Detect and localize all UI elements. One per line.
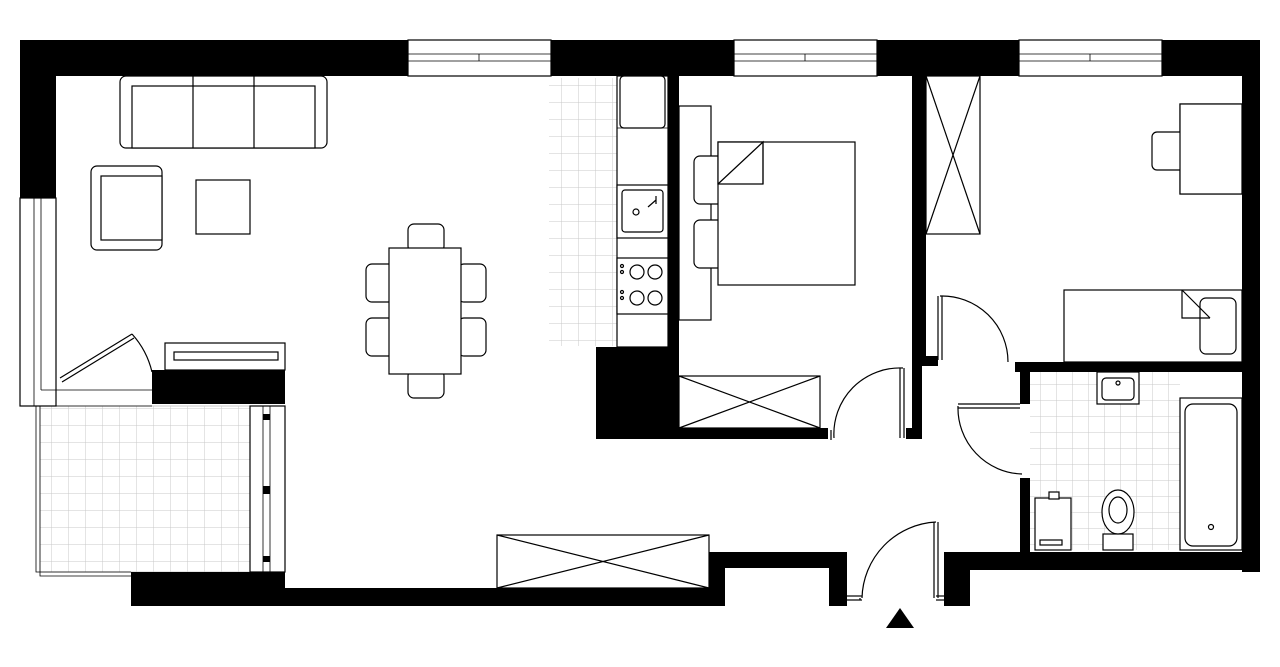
balcony-floor xyxy=(39,405,251,573)
walls xyxy=(20,40,1260,606)
coffee-table-icon xyxy=(195,179,251,235)
bedroom-1-door-icon xyxy=(830,367,905,440)
wardrobe-icon xyxy=(678,375,821,429)
hall-wardrobe-icon xyxy=(496,534,710,589)
sofa-icon xyxy=(119,75,328,149)
window-living xyxy=(407,39,552,77)
sink-icon xyxy=(616,184,669,239)
window-bedroom-2 xyxy=(1018,39,1163,77)
bed-2-icon xyxy=(1063,289,1243,363)
entrance-door-icon xyxy=(847,521,944,601)
armchair-icon xyxy=(90,165,163,251)
tiled-floors xyxy=(39,78,1180,573)
washbasin-icon xyxy=(1096,371,1140,405)
closet-icon xyxy=(925,75,981,235)
window-balcony-front xyxy=(249,405,286,573)
window-bedroom-1 xyxy=(733,39,878,77)
bathtub-icon xyxy=(1179,397,1243,551)
kitchen-floor xyxy=(549,78,617,346)
window-balcony-side xyxy=(19,197,152,407)
bathroom-door-icon xyxy=(957,403,1023,475)
bedroom-2-door-icon xyxy=(937,295,1009,363)
stove-icon xyxy=(616,257,669,315)
bed-icon xyxy=(678,105,856,321)
washing-machine-icon xyxy=(1034,491,1072,551)
windows xyxy=(19,39,1163,577)
desk-icon xyxy=(1151,103,1243,195)
toilet-icon xyxy=(1101,489,1135,551)
dining-table-icon xyxy=(365,223,487,399)
balcony-door-icon xyxy=(59,333,153,383)
tv-stand-icon xyxy=(164,342,286,371)
entrance-arrow-icon xyxy=(886,608,914,628)
